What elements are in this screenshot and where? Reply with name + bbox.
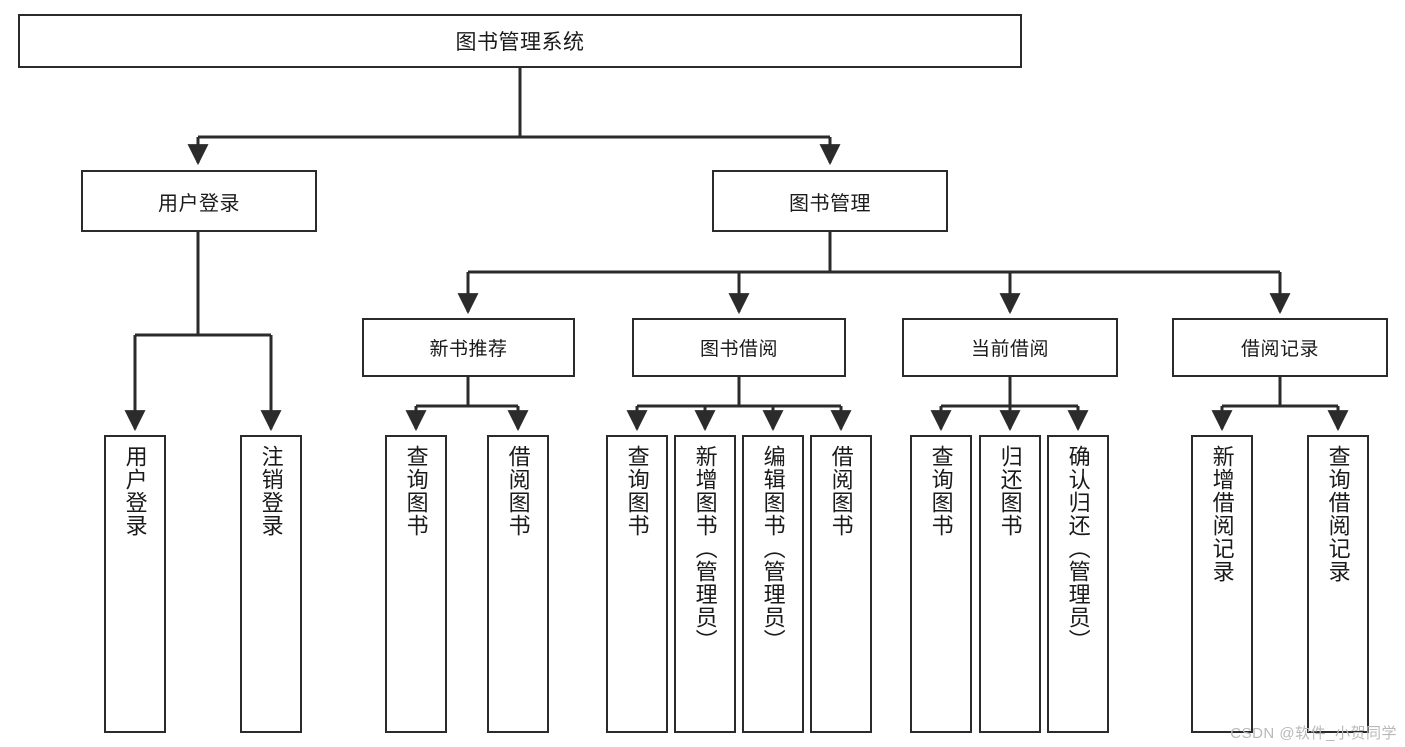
node-book-management-label: 图书管理	[789, 192, 871, 215]
leaf-book-borrow-edit-label: 编辑图书（管理员）	[760, 445, 786, 652]
leaf-borrow-record-add[interactable]: 新增借阅记录	[1191, 435, 1253, 733]
leaf-borrow-record-query-label: 查询借阅记录	[1325, 445, 1351, 583]
leaf-current-borrow-query[interactable]: 查询图书	[910, 435, 972, 733]
node-book-borrow-label: 图书借阅	[699, 339, 778, 360]
leaf-current-borrow-return-label: 归还图书	[997, 445, 1023, 537]
node-current-borrow-label: 当前借阅	[970, 339, 1049, 360]
leaf-user-login-login-label: 用户登录	[122, 445, 148, 537]
node-new-book-recommend-label: 新书推荐	[429, 339, 508, 360]
leaf-book-borrow-add-label: 新增图书（管理员）	[692, 445, 718, 652]
leaf-current-borrow-confirm-label: 确认归还（管理员）	[1065, 445, 1091, 652]
leaf-new-book-query-label: 查询图书	[403, 445, 429, 537]
leaf-book-borrow-query-label: 查询图书	[624, 445, 650, 537]
node-user-login-label: 用户登录	[158, 192, 240, 215]
node-root[interactable]: 图书管理系统	[18, 14, 1022, 68]
node-current-borrow[interactable]: 当前借阅	[902, 318, 1118, 377]
node-book-borrow[interactable]: 图书借阅	[632, 318, 846, 377]
node-root-label: 图书管理系统	[455, 31, 585, 54]
leaf-new-book-borrow-label: 借阅图书	[505, 445, 531, 537]
watermark: CSDN @软件_小贺同学	[1230, 725, 1397, 742]
leaf-current-borrow-confirm[interactable]: 确认归还（管理员）	[1047, 435, 1109, 733]
leaf-borrow-record-query[interactable]: 查询借阅记录	[1307, 435, 1369, 733]
leaf-user-login-logout[interactable]: 注销登录	[240, 435, 302, 733]
leaf-book-borrow-borrow-label: 借阅图书	[828, 445, 854, 537]
node-borrow-record-label: 借阅记录	[1240, 339, 1319, 360]
leaf-book-borrow-borrow[interactable]: 借阅图书	[810, 435, 872, 733]
leaf-user-login-logout-label: 注销登录	[258, 445, 284, 537]
leaf-borrow-record-add-label: 新增借阅记录	[1209, 445, 1235, 583]
leaf-new-book-borrow[interactable]: 借阅图书	[487, 435, 549, 733]
node-borrow-record[interactable]: 借阅记录	[1172, 318, 1388, 377]
leaf-user-login-login[interactable]: 用户登录	[104, 435, 166, 733]
leaf-current-borrow-return[interactable]: 归还图书	[979, 435, 1041, 733]
leaf-current-borrow-query-label: 查询图书	[928, 445, 954, 537]
node-user-login[interactable]: 用户登录	[81, 170, 317, 232]
node-new-book-recommend[interactable]: 新书推荐	[362, 318, 575, 377]
node-book-management[interactable]: 图书管理	[712, 170, 948, 232]
leaf-new-book-query[interactable]: 查询图书	[385, 435, 447, 733]
leaf-book-borrow-add[interactable]: 新增图书（管理员）	[674, 435, 736, 733]
leaf-book-borrow-query[interactable]: 查询图书	[606, 435, 668, 733]
leaf-book-borrow-edit[interactable]: 编辑图书（管理员）	[742, 435, 804, 733]
